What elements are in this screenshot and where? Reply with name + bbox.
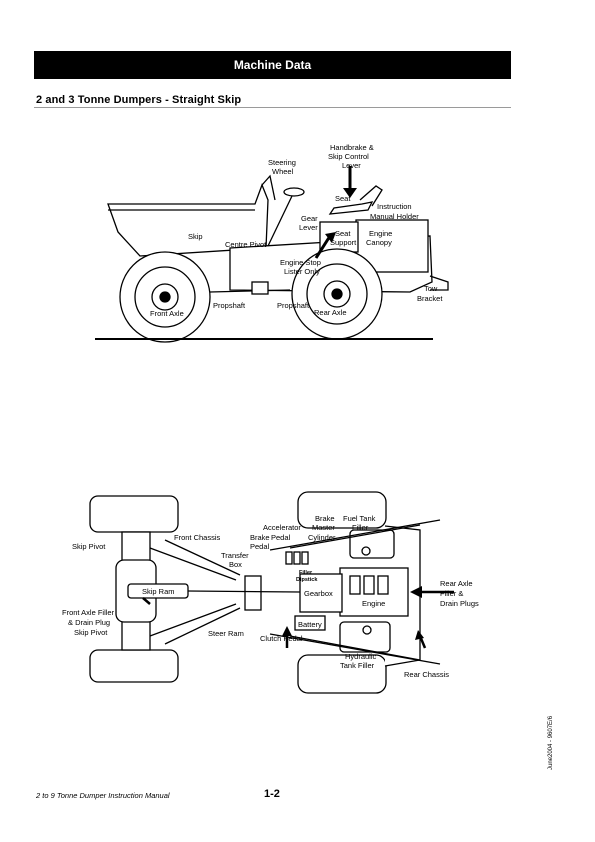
label-front-axle-1: Front Axle Filler [62, 608, 115, 617]
label-propshaft-1: Propshaft [213, 301, 246, 310]
side-view-diagram: Handbrake & Skip Control Lever Steering … [95, 143, 449, 343]
label-rear-axle: Rear Axle [314, 308, 347, 317]
label-engine-canopy-2: Canopy [366, 238, 392, 247]
label-engine-stop-2: Lister Only [284, 267, 320, 276]
section-title: 2 and 3 Tonne Dumpers - Straight Skip [36, 94, 242, 106]
manual-title: 2 to 9 Tonne Dumper Instruction Manual [36, 791, 170, 800]
label-skip-ram: Skip Ram [142, 587, 175, 596]
label-engine-canopy-1: Engine [369, 229, 392, 238]
label-filler: Filler [299, 570, 313, 576]
title-rule [34, 107, 511, 108]
label-brake-pedal-1: Brake [250, 533, 270, 542]
rear-left-tyre [297, 491, 387, 529]
label-brake-master-2: Master [312, 523, 335, 532]
label-brake-pedal-2: Pedal [250, 542, 270, 551]
label-gear-1: Gear [301, 214, 318, 223]
page-number: 1-2 [264, 788, 280, 800]
label-battery: Battery [298, 620, 322, 629]
label-front-axle-2: & Drain Plug [68, 618, 110, 627]
label-propshaft-2: Propshaft [277, 301, 310, 310]
label-handbrake-2: Skip Control [328, 152, 369, 161]
front-left-tyre [89, 495, 179, 533]
label-front-axle: Front Axle [150, 309, 184, 318]
engine-block [339, 567, 409, 617]
label-hydraulic-2: Tank Filler [340, 661, 375, 670]
label-skip-pivot-bottom: Skip Pivot [74, 628, 108, 637]
label-skip-pivot-top: Skip Pivot [72, 542, 106, 551]
label-transfer-2: Box [229, 560, 242, 569]
label-brake-master-3: Cylinder [308, 533, 336, 542]
label-instruction-2: Manual Holder [370, 212, 419, 221]
front-right-tyre [89, 649, 179, 683]
label-engine-stop-1: Engine Stop [280, 258, 321, 267]
label-steering-1: Steering [268, 158, 296, 167]
label-gear-2: Lever [299, 223, 318, 232]
label-seat: Seat [335, 194, 351, 203]
label-seat-support-2: Support [330, 238, 357, 247]
label-tow-1: Tow [424, 284, 438, 293]
skip-shape [107, 183, 269, 257]
label-skip: Skip [188, 232, 203, 241]
label-rear-axle-1: Rear Axle [440, 579, 473, 588]
label-rear-axle-2: Filler & [440, 589, 463, 598]
label-front-chassis: Front Chassis [174, 533, 221, 542]
rear-right-tyre [297, 654, 387, 694]
label-engine: Engine [362, 599, 385, 608]
label-gearbox: Gearbox [304, 589, 333, 598]
label-fuel-tank-2: Filler [352, 523, 369, 532]
label-steer-ram: Steer Ram [208, 629, 244, 638]
label-transfer-1: Transfer [221, 551, 249, 560]
label-rear-axle-3: Drain Plugs [440, 599, 479, 608]
label-dipstick: Dipstick [296, 577, 318, 583]
label-fuel-tank-1: Fuel Tank [343, 514, 376, 523]
label-handbrake-1: Handbrake & [330, 143, 374, 152]
label-rear-chassis: Rear Chassis [404, 670, 449, 679]
section-banner: Machine Data [34, 51, 511, 79]
label-accelerator-1: Accelerator [263, 523, 301, 532]
label-brake-master-1: Brake [315, 514, 335, 523]
gearbox-block [299, 573, 343, 613]
label-steering-2: Wheel [272, 167, 294, 176]
label-clutch-pedal: Clutch Pedal [260, 634, 303, 643]
label-centre-pivot: Centre Pivot [225, 240, 267, 249]
label-handbrake-3: Lever [342, 161, 361, 170]
label-hydraulic-1: Hydraulic [345, 652, 377, 661]
label-instruction-1: Instruction [377, 202, 412, 211]
document-code: June2004 - 9607E/6 [548, 715, 554, 770]
label-accelerator-2: Pedal [271, 533, 291, 542]
banner-title: Machine Data [233, 58, 312, 72]
label-tow-2: Bracket [417, 294, 443, 303]
label-seat-support-1: Seat [335, 229, 351, 238]
